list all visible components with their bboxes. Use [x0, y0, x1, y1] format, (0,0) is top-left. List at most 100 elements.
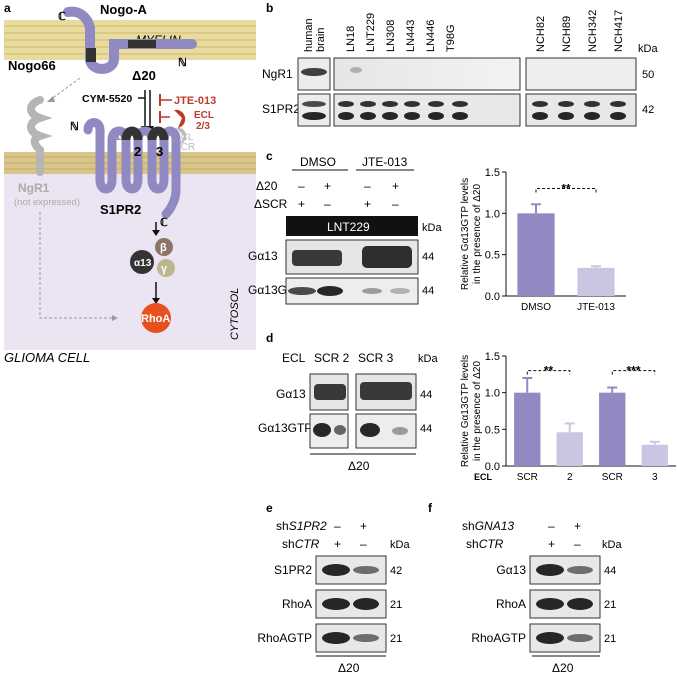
delta20-footer-f: Δ20: [552, 661, 574, 675]
blot-c-ga13: [285, 239, 419, 275]
lane-label: NCH417: [613, 10, 625, 52]
lane-label: NCH82: [535, 16, 547, 52]
band: [382, 101, 398, 107]
s1pr2-n-terminus: ℕ: [70, 121, 79, 133]
jte013-header: JTE-013: [362, 155, 408, 169]
delta20-domain: [128, 40, 156, 48]
nogo66-domain: [86, 48, 96, 62]
blot-row-label: Gα13: [496, 563, 526, 577]
band: [532, 101, 548, 107]
ga13-row-d: Gα13: [276, 387, 306, 401]
band: [338, 101, 354, 107]
jte013-label: JTE-013: [174, 95, 216, 107]
ecl-scr-label-1: ECL: [174, 132, 194, 143]
ngr1-dashed-path: [39, 212, 118, 319]
bar: [599, 392, 626, 466]
x-tick-label: 3: [652, 472, 658, 483]
significance-bracket: [611, 370, 656, 375]
band: [404, 112, 420, 120]
s1pr2-receptor: [83, 118, 181, 219]
blot-kda: 21: [390, 633, 402, 645]
panel-f-kda: kDa: [602, 539, 622, 551]
ecl-axis-prefix: ECL: [474, 472, 493, 482]
f-sign-3: +: [548, 537, 555, 551]
blot-ngr1: [297, 57, 637, 91]
ecl23-label-1: ECL: [194, 110, 214, 121]
blot-row-label: RhoA: [496, 597, 526, 611]
f-sign-1: –: [548, 519, 555, 533]
condition-sign: +: [298, 197, 305, 211]
scr3-header: SCR 3: [358, 351, 394, 365]
y-tick-label: 1.5: [485, 167, 500, 179]
ecl-scr-label-2: SCR: [174, 142, 195, 153]
band: [360, 101, 376, 107]
ecl23-label-2: 2/3: [196, 121, 210, 132]
y-tick-label: 1.5: [485, 351, 500, 363]
band: [452, 101, 468, 107]
blot-kda: 44: [604, 565, 616, 577]
blot-c-ga13gtp: [285, 277, 419, 305]
c-kda-44-1: 44: [422, 251, 434, 263]
condition-sign: –: [392, 197, 399, 211]
ga13gtp-row-d: Gα13GTP: [258, 421, 312, 435]
lane-label: LN446: [425, 20, 437, 52]
y-axis-label: Relative Gα13GTP levels: [460, 355, 471, 467]
panel-c-signs: –+–++–+–: [298, 179, 399, 211]
y-tick-label: 0.0: [485, 461, 500, 473]
cym5520-label: CYM-5520: [82, 93, 132, 105]
panel-d-kda: kDa: [418, 353, 438, 365]
ngr1-row-label: NgR1: [262, 67, 293, 81]
band: [353, 566, 379, 574]
lane-label: human: [303, 18, 315, 52]
band: [558, 112, 574, 120]
lane-label: LN308: [385, 20, 397, 52]
condition-sign: –: [364, 179, 371, 193]
panel-e-letter: e: [266, 501, 273, 515]
blot-kda: 21: [604, 599, 616, 611]
arrowhead: [47, 96, 55, 102]
e-ctr-row: shCTR: [282, 537, 320, 551]
d-kda-44-1: 44: [420, 389, 432, 401]
band: [322, 598, 350, 610]
f-sign-2: +: [574, 519, 581, 533]
e-kd-row: shS1PR2: [276, 519, 327, 533]
band: [567, 566, 593, 574]
lane-label: T98G: [445, 24, 457, 52]
panel-a-letter: a: [4, 1, 11, 15]
blot-d: [309, 373, 417, 449]
panel-c-kda: kDa: [422, 222, 442, 234]
ecl-scr-pacman: [176, 127, 187, 144]
band: [338, 112, 354, 120]
f-kd-row: shGNA13: [462, 519, 514, 533]
g-gamma-subunit: [157, 259, 175, 277]
ngr1-label: NgR1: [18, 181, 50, 195]
lane-label: NCH342: [587, 10, 599, 52]
nogo-a-n-terminus: ℕ: [178, 57, 187, 69]
band: [536, 598, 564, 610]
band: [536, 632, 564, 644]
band: [322, 632, 350, 644]
condition-sign: +: [364, 197, 371, 211]
panel-c-letter: c: [266, 149, 273, 163]
x-tick-label: JTE-013: [577, 302, 615, 313]
x-tick-label: 2: [567, 472, 573, 483]
delta20-label: Δ20: [132, 68, 156, 83]
y-axis-label: Relative Gα13GTP levels: [460, 178, 471, 290]
glioma-cell-label: GLIOMA CELL: [4, 350, 90, 365]
blot-row-label: RhoA: [282, 597, 312, 611]
ngr1-kda: 50: [642, 69, 654, 81]
ga13-row-c: Gα13: [248, 249, 278, 263]
ecl-3-label: 3: [156, 144, 163, 159]
s1pr2-c-terminus: ℂ: [160, 217, 168, 229]
blot-row-label: S1PR2: [274, 563, 312, 577]
band: [302, 112, 326, 120]
ngr1-receptor: [27, 96, 53, 176]
y-tick-label: 0.5: [485, 250, 500, 262]
panel-b-kda: kDa: [638, 43, 658, 55]
